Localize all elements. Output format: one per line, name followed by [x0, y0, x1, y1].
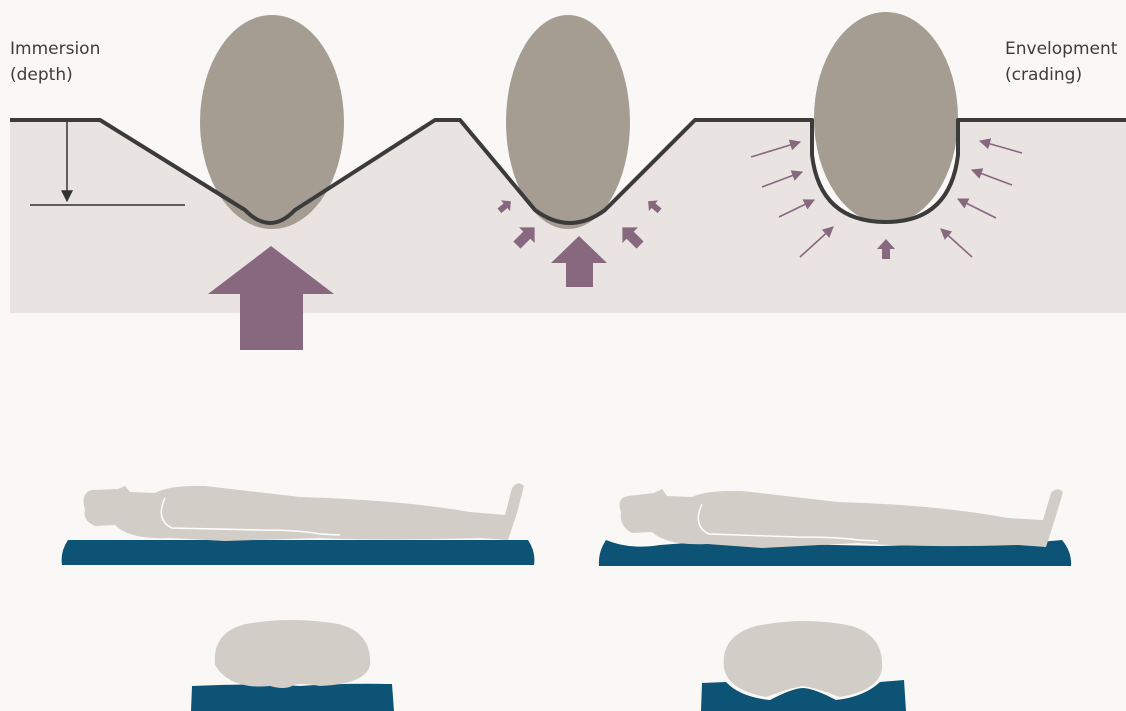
body-ellipse-3: [814, 12, 958, 224]
person-on-soft-mattress: [599, 489, 1071, 566]
firm-mattress: [62, 540, 535, 565]
body-cross-section-left-icon: [215, 620, 370, 688]
lying-person-silhouette-right-icon: [620, 489, 1063, 548]
cross-section-soft: [701, 621, 906, 711]
person-on-firm-mattress: [62, 483, 535, 565]
body-cross-section-right-icon: [724, 621, 883, 697]
firm-mattress-cross-section: [191, 684, 394, 711]
cross-section-firm: [191, 620, 394, 711]
